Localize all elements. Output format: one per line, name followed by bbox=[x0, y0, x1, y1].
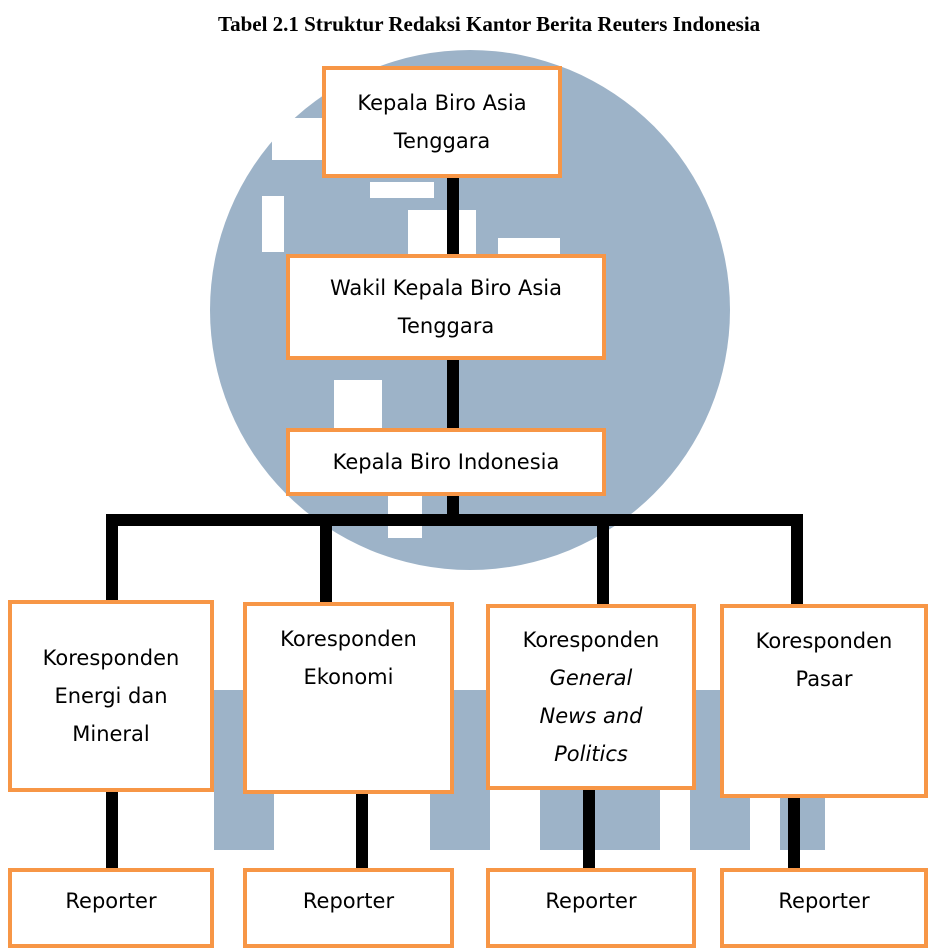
connector-line bbox=[106, 514, 118, 602]
connector-line bbox=[320, 514, 332, 604]
node-kepala-biro-asia-tenggara: Kepala Biro Asia Tenggara bbox=[322, 66, 562, 178]
page-title: Tabel 2.1 Struktur Redaksi Kantor Berita… bbox=[218, 12, 761, 36]
node-koresponden-pasar: Koresponden Pasar bbox=[720, 604, 928, 798]
connector-line bbox=[597, 514, 609, 606]
node-koresponden-ekonomi: Koresponden Ekonomi bbox=[243, 602, 454, 794]
connector-line bbox=[447, 176, 459, 256]
node-reporter: Reporter bbox=[243, 868, 454, 948]
connector-line bbox=[356, 792, 368, 872]
connector-line bbox=[791, 514, 803, 606]
node-reporter: Reporter bbox=[720, 868, 928, 948]
horizontal-bus-line bbox=[106, 514, 803, 526]
node-kepala-biro-indonesia: Kepala Biro Indonesia bbox=[286, 428, 606, 496]
connector-line bbox=[788, 796, 800, 872]
connector-line bbox=[583, 788, 595, 872]
connector-line bbox=[106, 790, 118, 872]
node-koresponden-energi-dan-mineral: Koresponden Energi dan Mineral bbox=[8, 600, 214, 792]
connector-line bbox=[447, 358, 459, 430]
node-koresponden-general-news-and-politics: Koresponden General News and Politics bbox=[486, 604, 696, 790]
node-wakil-kepala-biro-asia-tenggara: Wakil Kepala Biro Asia Tenggara bbox=[286, 254, 606, 360]
node-reporter: Reporter bbox=[486, 868, 696, 948]
node-reporter: Reporter bbox=[8, 868, 214, 948]
connector-line bbox=[447, 494, 459, 518]
